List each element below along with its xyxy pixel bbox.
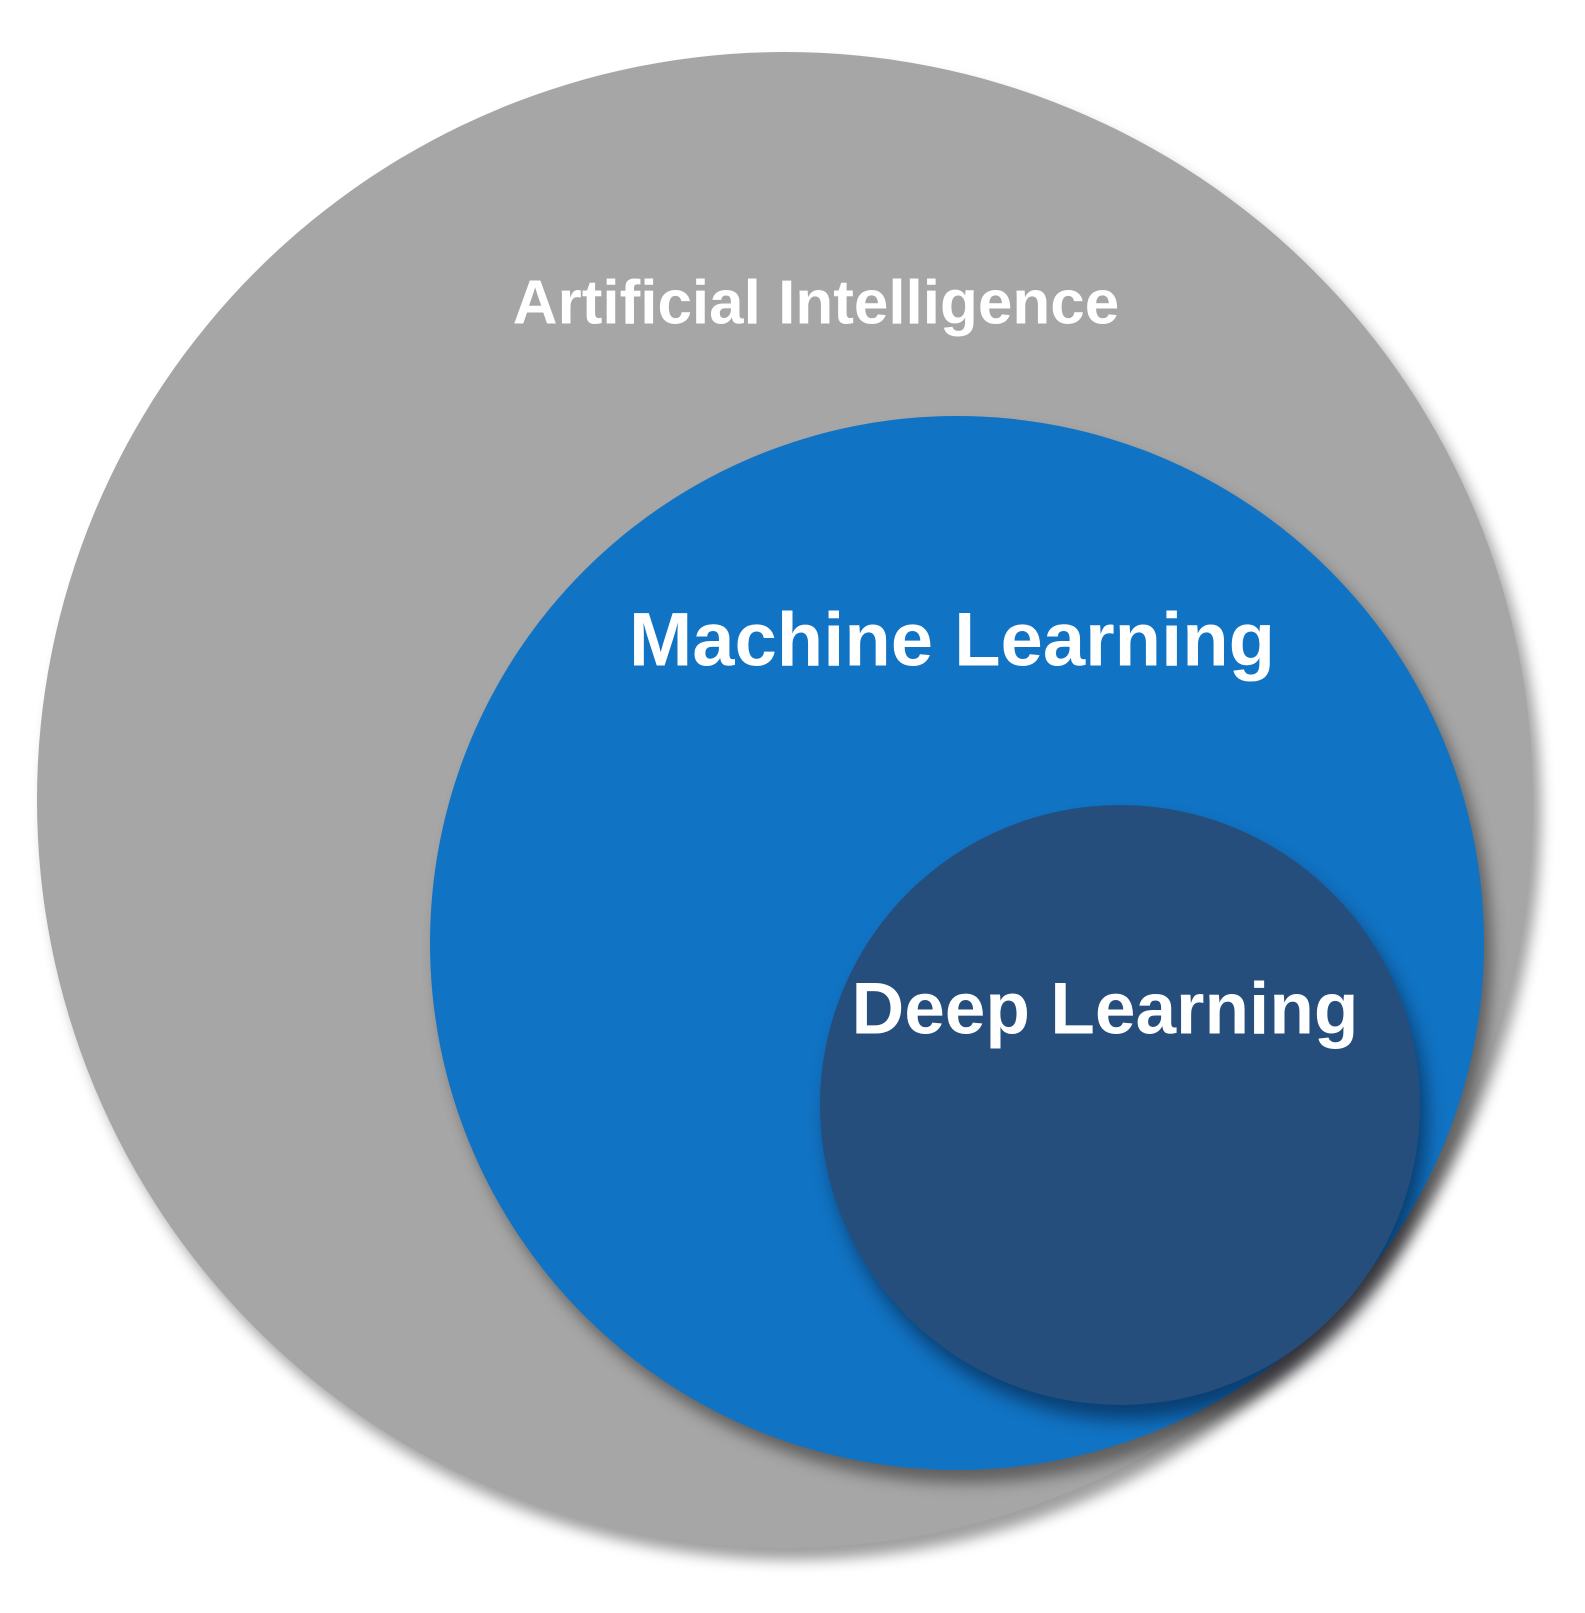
circle-deep-learning <box>820 805 1420 1405</box>
label-deep-learning: Deep Learning <box>851 968 1359 1050</box>
label-artificial-intelligence: Artificial Intelligence <box>512 268 1120 338</box>
label-machine-learning: Machine Learning <box>628 597 1276 683</box>
